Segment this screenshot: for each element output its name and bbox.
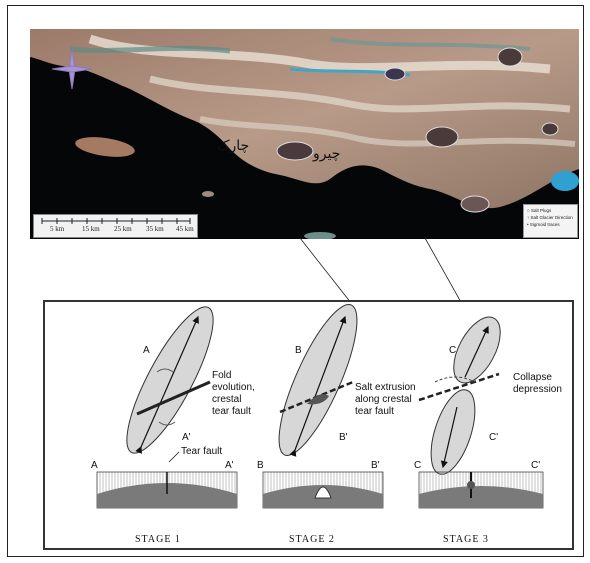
section-label: A — [91, 460, 98, 471]
section-label: A' — [182, 432, 191, 443]
annotation-tear-fault: Tear fault — [181, 446, 222, 458]
scale-label: 15 km — [82, 225, 100, 233]
section-label: B' — [339, 432, 348, 443]
scale-label: 25 km — [114, 225, 132, 233]
cross-section-3 — [419, 472, 543, 508]
annotation-stage2: Salt extrusion along crestal tear fault — [355, 382, 416, 418]
legend-item: ↑ Salt Glacier Direction — [527, 214, 577, 221]
annotation-stage1: Fold evolution, crestal tear fault — [212, 370, 255, 418]
satellite-scene — [30, 29, 579, 239]
annotation-stage3: Collapse depression — [513, 372, 562, 396]
scale-label: 35 km — [146, 225, 164, 233]
section-label: B — [295, 345, 302, 356]
section-label: A' — [225, 460, 234, 471]
section-label: C' — [531, 460, 540, 471]
legend-item: ○ Salt Plugs — [527, 207, 577, 214]
place-label-chiru: چیرو — [313, 146, 340, 162]
section-label: C — [449, 345, 456, 356]
section-label: B — [257, 460, 264, 471]
section-label: B' — [371, 460, 380, 471]
satellite-image: چارک چیرو — [30, 29, 579, 239]
stage-title: STAGE 3 — [443, 534, 489, 545]
section-label: C' — [489, 432, 498, 443]
stage-title: STAGE 1 — [135, 534, 181, 545]
place-label-charak: چارک — [217, 138, 249, 154]
cross-section-1 — [97, 452, 237, 508]
scale-label: 5 km — [50, 225, 64, 233]
stages-diagram: A A' A A' B B' B B' C C' C C' Fold evolu… — [43, 300, 574, 550]
section-label: A — [143, 345, 150, 356]
scale-bar: 5 km 15 km 25 km 35 km 45 km — [33, 214, 198, 238]
stage-title: STAGE 2 — [289, 534, 335, 545]
map-legend: ○ Salt Plugs ↑ Salt Glacier Direction • … — [523, 204, 578, 238]
stage3-fold — [419, 310, 510, 480]
stage1-fold — [112, 302, 228, 463]
legend-item: • Sigmoid traces — [527, 221, 577, 228]
cross-section-2 — [263, 472, 383, 508]
section-label: C — [414, 460, 421, 471]
stages-drawing — [45, 302, 572, 548]
scale-label: 45 km — [176, 225, 194, 233]
